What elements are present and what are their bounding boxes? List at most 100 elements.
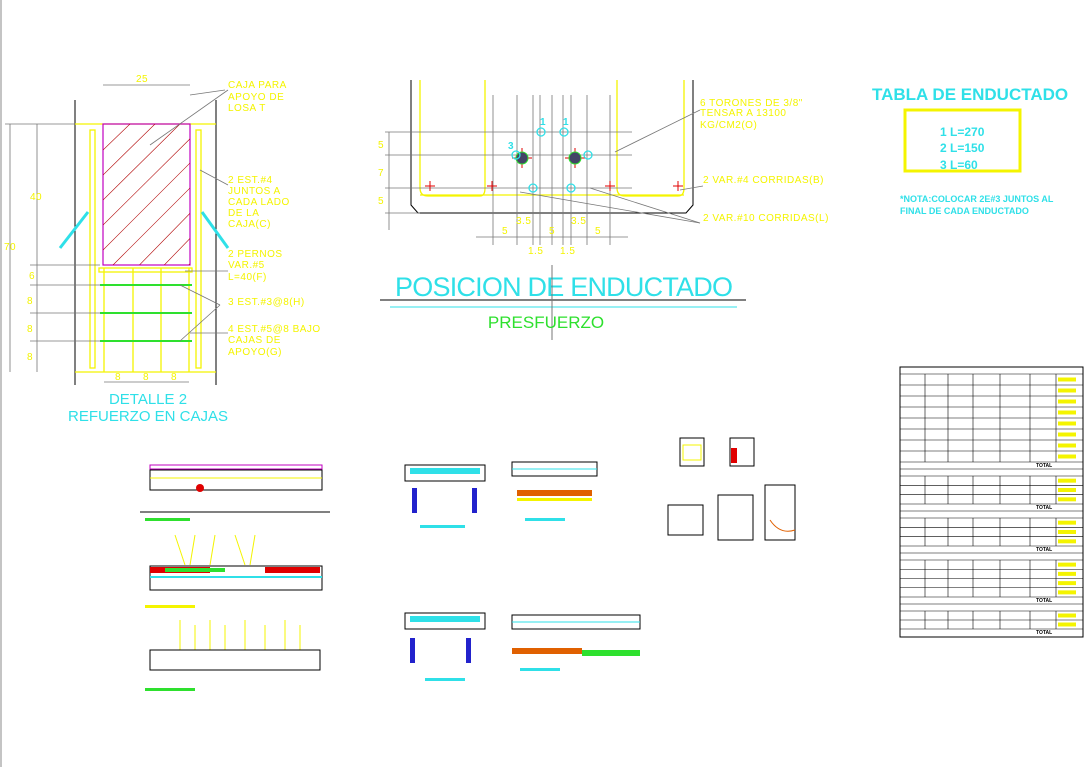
dim-bottom: 8 [171, 372, 177, 383]
table-cell-weight [1058, 421, 1076, 426]
tabla-enductado: TABLA DE ENDUCTADO 1 L=270 2 L=150 3 L=6… [872, 85, 1068, 216]
dim-left: 8 [27, 352, 33, 363]
dim-left: 6 [29, 271, 35, 282]
table-cell-weight [1058, 520, 1076, 525]
svg-text:APOYO(G): APOYO(G) [228, 347, 282, 358]
posicion-title: POSICION DE ENDUCTADO [395, 272, 735, 302]
svg-text:DE LA: DE LA [228, 208, 259, 219]
dim-left: 8 [27, 324, 33, 335]
svg-text:2 PERNOS: 2 PERNOS [228, 249, 283, 260]
section-detail-4 [511, 614, 641, 671]
dim-5: 5 [595, 226, 601, 237]
table-cell-weight [1058, 539, 1076, 544]
table-cell-weight [1058, 488, 1076, 492]
beam-elevation-1 [140, 464, 330, 521]
box-details [667, 437, 796, 541]
table-total-label: TOTAL [1036, 463, 1052, 469]
table-cell-weight [1058, 454, 1076, 459]
table-total-label: TOTAL [1036, 598, 1052, 604]
table-cell-weight [1058, 443, 1076, 448]
svg-text:VAR.#5: VAR.#5 [228, 260, 265, 271]
dim-3-5: 3.5 [516, 216, 531, 227]
section-detail-1 [404, 464, 486, 528]
dim-70: 70 [4, 242, 16, 253]
small-details [140, 437, 796, 691]
svg-text:APOYO DE: APOYO DE [228, 92, 284, 103]
detail-2: 25 70 40 6 8 8 8 8 8 8 CAJA PARA APOYO D… [4, 74, 321, 425]
dim-left: 7 [378, 168, 384, 179]
table-total-label: TOTAL [1036, 547, 1052, 553]
table-total-label: TOTAL [1036, 505, 1052, 511]
posicion-subtitle: PRESFUERZO [488, 313, 604, 332]
dim-left: 5 [378, 196, 384, 207]
table-cell-weight [1058, 399, 1076, 404]
label-torones: 6 TORONES DE 3/8" TENSAR A 13100 KG/CM2(… [700, 98, 803, 131]
dim-left: 5 [378, 140, 384, 151]
label-pernos: 2 PERNOS VAR.#5 L=40(F) [228, 249, 283, 283]
section-detail-3 [404, 612, 486, 681]
hatch [103, 124, 190, 265]
table-cell-weight [1058, 562, 1076, 567]
table-cell-weight [1058, 622, 1076, 627]
svg-text:CAJAS DE: CAJAS DE [228, 335, 281, 346]
detail-subtitle: REFUERZO EN CAJAS [68, 408, 228, 425]
dim-bottom: 8 [143, 372, 149, 383]
table-cell-weight [1058, 613, 1076, 618]
table-cell-weight [1058, 478, 1076, 483]
svg-text:4 EST.#5@8 BAJO: 4 EST.#5@8 BAJO [228, 324, 321, 335]
table-cell-weight [1058, 377, 1076, 382]
svg-text:CADA LADO: CADA LADO [228, 197, 290, 208]
tabla-row: 3 L=60 [940, 158, 978, 172]
table-cell-weight [1058, 581, 1076, 586]
table-cell-weight [1058, 432, 1076, 437]
dim-1-5: 1.5 [528, 246, 543, 257]
rebar-schedule-table: TOTAL TOTAL TOTAL TOTAL TOTAL [899, 366, 1084, 638]
svg-text:CAJA PARA: CAJA PARA [228, 80, 287, 91]
dim-bottom: 8 [115, 372, 121, 383]
dim-5: 5 [502, 226, 508, 237]
dim-3-5: 3.5 [571, 216, 586, 227]
svg-text:JUNTOS A: JUNTOS A [228, 186, 281, 197]
label-est4: 2 EST.#4 JUNTOS A CADA LADO DE LA CAJA(C… [228, 175, 290, 230]
svg-text:KG/CM2(O): KG/CM2(O) [700, 120, 757, 131]
label-est3: 3 EST.#3@8(H) [228, 297, 305, 308]
table-cell-weight [1058, 497, 1076, 502]
table-total-label: TOTAL [1036, 630, 1052, 636]
svg-text:CAJA(C): CAJA(C) [228, 219, 271, 230]
beam-elevation-2 [145, 534, 323, 608]
section-detail-2 [511, 461, 598, 521]
dim-25: 25 [136, 74, 148, 85]
label-est5: 4 EST.#5@8 BAJO CAJAS DE APOYO(G) [228, 324, 321, 358]
dim-5: 5 [549, 226, 555, 237]
tabla-note: *NOTA:COLOCAR 2E#3 JUNTOS AL [900, 194, 1054, 204]
table-cell-weight [1058, 388, 1076, 393]
dim-40: 40 [30, 192, 42, 203]
section-posicion: 1 1 3 6 TORONES DE 3/8" TENSAR A 13100 K… [378, 80, 829, 340]
svg-text:TENSAR A 13100: TENSAR A 13100 [700, 108, 787, 119]
support-box [102, 123, 191, 266]
beam-elevation-3 [145, 620, 321, 691]
dim-left: 8 [27, 296, 33, 307]
label-var4: 2 VAR.#4 CORRIDAS(B) [703, 175, 824, 186]
marker-label: 1 [540, 117, 546, 128]
svg-text:6 TORONES DE 3/8": 6 TORONES DE 3/8" [700, 98, 803, 109]
label-caja: CAJA PARA APOYO DE LOSA T [228, 80, 287, 114]
dim-1-5: 1.5 [560, 246, 575, 257]
detail-title: DETALLE 2 [109, 391, 187, 408]
tabla-title: TABLA DE ENDUCTADO [872, 85, 1068, 104]
marker-label: 1 [563, 117, 569, 128]
tabla-note: FINAL DE CADA ENDUCTADO [900, 206, 1029, 216]
tabla-row: 1 L=270 [940, 125, 985, 139]
tabla-row: 2 L=150 [940, 141, 985, 155]
svg-text:LOSA T: LOSA T [228, 103, 266, 114]
table-cell-weight [1058, 410, 1076, 415]
svg-text:L=40(F): L=40(F) [228, 272, 267, 283]
svg-text:2 EST.#4: 2 EST.#4 [228, 175, 273, 186]
marker-label: 3 [508, 141, 514, 152]
table-cell-weight [1058, 590, 1076, 595]
table-cell-weight [1058, 571, 1076, 576]
table-cell-weight [1058, 530, 1076, 534]
label-var10: 2 VAR.#10 CORRIDAS(L) [703, 213, 829, 224]
